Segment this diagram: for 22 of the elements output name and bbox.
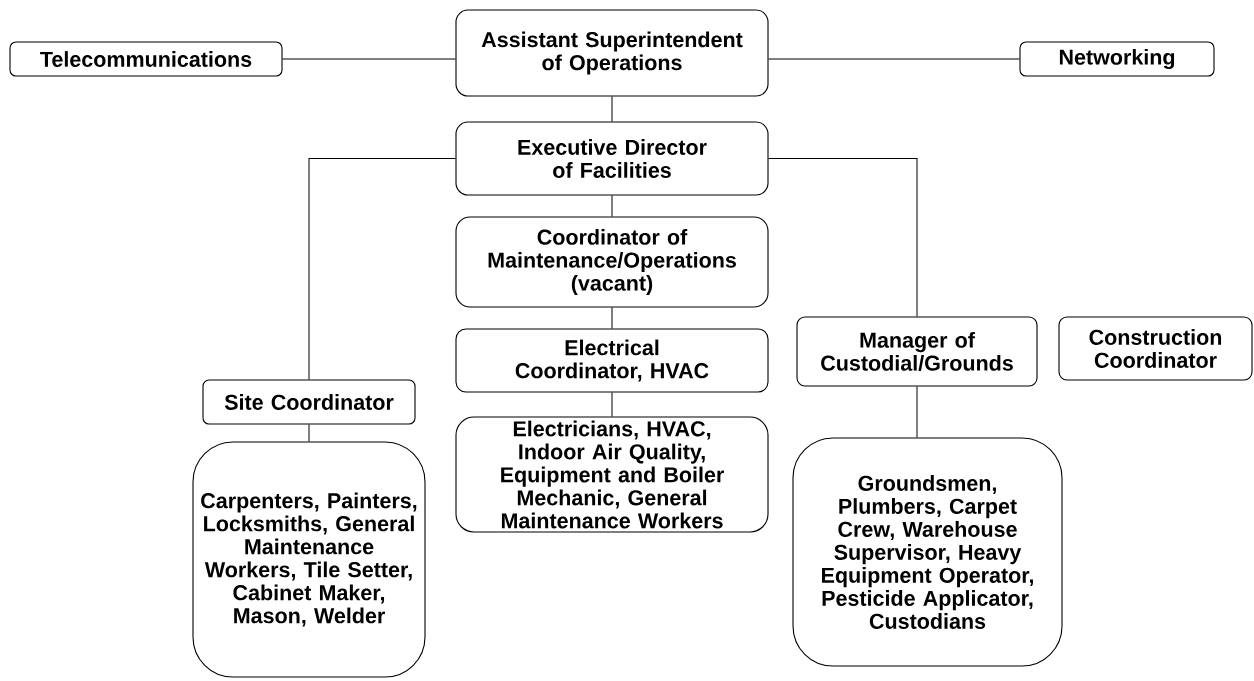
connector-line [611, 195, 613, 217]
staff-group-box: Electricians, HVAC, Indoor Air Quality, Equipment and Boiler Mechanic, General Maintenance Workers [455, 416, 769, 533]
connector-line [768, 158, 918, 317]
connector-line [611, 307, 613, 329]
connector-line [308, 158, 456, 380]
position-box: Manager of Custodial/Grounds [796, 316, 1038, 387]
position-box: Site Coordinator [202, 379, 416, 425]
staff-group-box: Carpenters, Painters, Locksmiths, General Maintenance Workers, Tile Setter, Cabinet Maker, Mason, Welder [192, 441, 426, 678]
connector-line [282, 58, 456, 60]
position-box: Electrical Coordinator, HVAC [455, 328, 769, 393]
connector-line [308, 424, 310, 442]
connector-line [611, 96, 613, 122]
position-box: Construction Coordinator [1058, 316, 1253, 381]
position-box: Executive Director of Facilities [455, 121, 769, 196]
position-box: Telecommunications [9, 41, 283, 77]
connector-line [768, 58, 1020, 60]
staff-group-box: Groundsmen, Plumbers, Carpet Crew, Warehouse Supervisor, Heavy Equipment Operator, Pesticide Applicator, Custodians [792, 437, 1063, 667]
connector-line [916, 386, 918, 438]
position-box: Assistant Superintendent of Operations [455, 9, 769, 97]
connector-line [611, 392, 613, 417]
position-box: Networking [1019, 41, 1215, 77]
position-box: Coordinator of Maintenance/Operations (vacant) [455, 216, 769, 308]
